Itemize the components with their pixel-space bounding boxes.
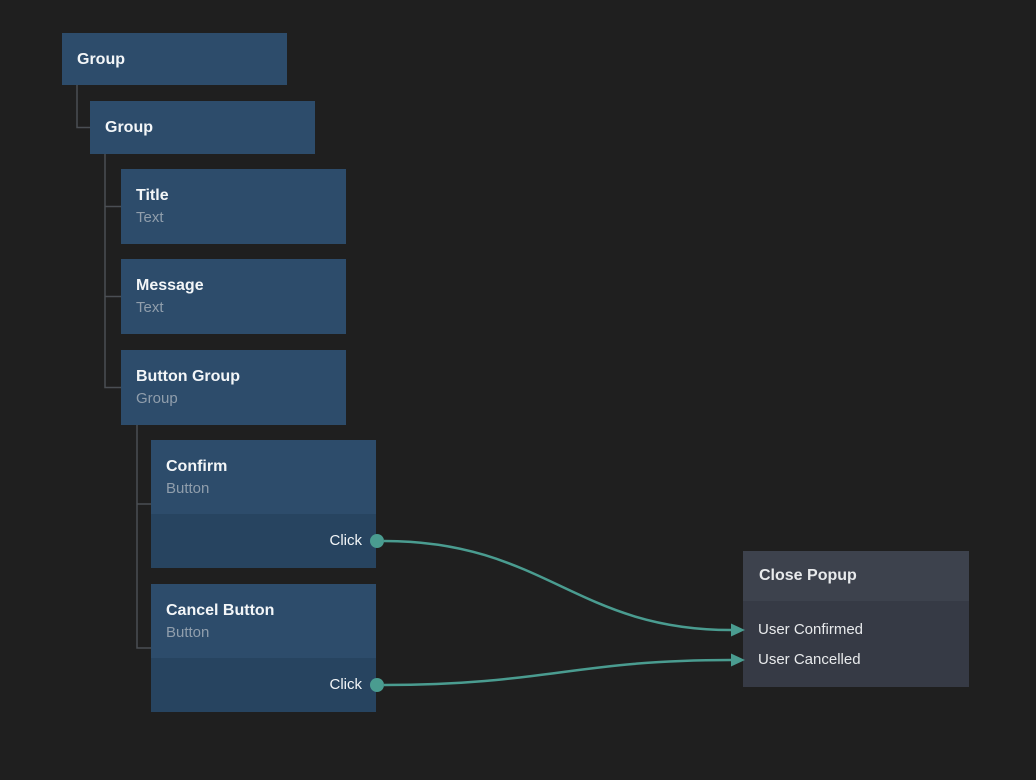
input-port-user-cancelled[interactable]: User Cancelled (758, 644, 969, 674)
confirm-click-output-port[interactable] (370, 534, 384, 548)
input-port-label: User Cancelled (758, 650, 861, 668)
cancel-click-output-port[interactable] (370, 678, 384, 692)
node-type-label: Group (136, 390, 178, 407)
node-message-text[interactable]: Message Text (121, 259, 346, 334)
node-title-text[interactable]: Title Text (121, 169, 346, 244)
node-button-group[interactable]: Button Group Group (121, 350, 346, 425)
node-type-label: Text (136, 209, 164, 226)
node-type-label: Button (166, 479, 210, 497)
node-inner-group[interactable]: Group (90, 101, 315, 154)
tree-connector-root-to-inner (76, 85, 90, 129)
node-title-label: Title (136, 187, 169, 204)
click-port-label: Click (329, 532, 363, 549)
click-port-label: Click (329, 676, 363, 693)
close-popup-body: User Confirmed User Cancelled (743, 601, 969, 687)
node-type-label: Text (136, 299, 164, 316)
node-close-popup[interactable]: Close Popup User Confirmed User Cancelle… (743, 551, 969, 687)
tree-connector-buttongroup-children (136, 425, 151, 649)
node-title-label: Cancel Button (166, 601, 275, 619)
node-title-label: Group (105, 119, 153, 136)
node-cancel-button[interactable]: Cancel Button Button Click (151, 584, 384, 712)
confirm-click-port-row: Click (151, 514, 384, 568)
node-title-label: Confirm (166, 457, 228, 475)
node-type-label: Button (166, 623, 210, 641)
input-port-label: User Confirmed (758, 620, 864, 638)
wire-confirm-click-to-user-confirmed[interactable] (383, 539, 745, 637)
node-title-label: Message (136, 277, 204, 294)
input-port-user-confirmed[interactable]: User Confirmed (758, 614, 969, 644)
tree-connector-inner-children (104, 154, 121, 389)
close-popup-header: Close Popup (743, 551, 969, 601)
node-title-label: Close Popup (759, 567, 857, 584)
node-title-label: Button Group (136, 368, 240, 385)
node-title-label: Group (77, 50, 125, 68)
cancel-click-port-row: Click (151, 658, 384, 712)
wire-cancel-click-to-user-cancelled[interactable] (383, 653, 745, 687)
node-root-group[interactable]: Group (62, 33, 287, 85)
node-confirm-button[interactable]: Confirm Button Click (151, 440, 384, 568)
